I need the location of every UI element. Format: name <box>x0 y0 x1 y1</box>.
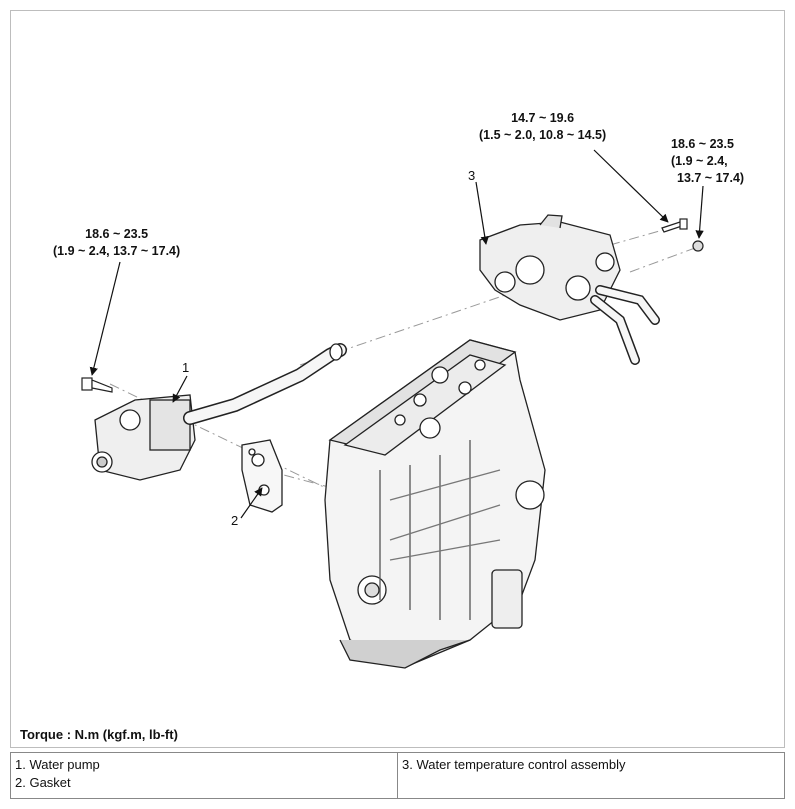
water-temperature-control-assembly <box>479 214 660 365</box>
callout-1: 1 <box>182 360 190 375</box>
legend-item-gasket: 2. Gasket <box>15 775 71 790</box>
housing-nut <box>692 240 704 252</box>
torque-spec-line: (1.9 ~ 2.4, <box>671 154 728 168</box>
engine-block <box>324 339 546 669</box>
torque-spec-pump-bolt: 18.6 ~ 23.5 (1.9 ~ 2.4, 13.7 ~ 17.4) <box>53 226 180 260</box>
legend-item-water-pump: 1. Water pump <box>15 757 100 772</box>
torque-spec-line: (1.5 ~ 2.0, 10.8 ~ 14.5) <box>479 128 607 142</box>
housing-bolt <box>661 218 688 233</box>
callout-3: 3 <box>468 168 476 183</box>
legend-item-water-temperature-control-assembly: 3. Water temperature control assembly <box>402 757 626 772</box>
legend-right-cell: 3. Water temperature control assembly <box>397 752 785 799</box>
torque-spec-housing-bolt: 14.7 ~ 19.6 (1.5 ~ 2.0, 10.8 ~ 14.5) <box>479 110 606 144</box>
leader-arrows <box>89 149 704 519</box>
torque-spec-line: 18.6 ~ 23.5 <box>671 137 734 151</box>
torque-spec-line: 14.7 ~ 19.6 <box>511 111 575 125</box>
torque-spec-line: (1.9 ~ 2.4, 13.7 ~ 17.4) <box>53 244 181 258</box>
legend-left-cell: 1. Water pump 2. Gasket <box>10 752 398 799</box>
legend-table: 1. Water pump 2. Gasket 3. Water tempera… <box>10 752 785 799</box>
callout-2: 2 <box>231 513 239 528</box>
torque-unit-label: Torque : N.m (kgf.m, lb-ft) <box>20 727 178 742</box>
water-pump <box>91 343 347 481</box>
torque-spec-housing-nut: 18.6 ~ 23.5 (1.9 ~ 2.4, 13.7 ~ 17.4) <box>671 136 744 187</box>
diagram-frame <box>10 10 785 748</box>
pump-bolt <box>81 377 113 393</box>
torque-spec-line: 13.7 ~ 17.4) <box>677 171 745 185</box>
torque-spec-line: 18.6 ~ 23.5 <box>85 227 149 241</box>
gasket <box>241 439 283 513</box>
